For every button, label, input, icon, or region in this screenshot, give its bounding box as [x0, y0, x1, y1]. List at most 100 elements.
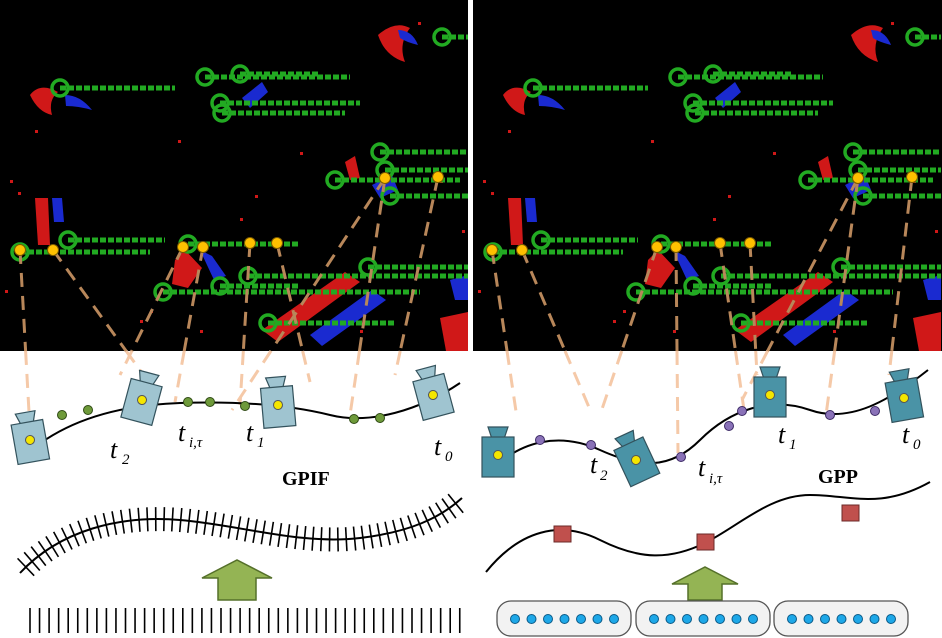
projection-dash	[182, 246, 205, 352]
event-noise	[491, 192, 494, 195]
dense-tick	[119, 509, 126, 534]
camera-icon	[884, 367, 925, 424]
event-noise	[200, 330, 203, 333]
event-blob	[200, 250, 226, 280]
event-noise	[240, 218, 243, 221]
feature-point	[516, 244, 528, 256]
event-noise	[35, 130, 38, 133]
event-noise	[613, 320, 616, 323]
event-blob	[538, 95, 565, 110]
control-point	[869, 614, 880, 624]
feature-track-head	[370, 142, 390, 162]
feature-track-head	[905, 27, 925, 47]
gpp-knot-squares	[553, 504, 860, 551]
dense-tick	[146, 507, 149, 532]
gpif-tit-sub: i,τ	[189, 435, 203, 451]
event-blob	[450, 275, 468, 300]
control-point	[886, 614, 896, 624]
event-noise	[623, 310, 626, 313]
dense-tick	[252, 519, 258, 543]
dense-tick	[16, 557, 35, 577]
interp-node	[205, 397, 215, 407]
gpp-time-label-t2: t 2	[590, 450, 608, 484]
dense-tick	[219, 513, 225, 538]
event-blob	[398, 30, 418, 45]
projection-dash	[718, 242, 738, 352]
projection-dash	[490, 249, 509, 352]
dense-tick	[111, 511, 118, 536]
gpp-time-label-tit: t i,τ	[698, 453, 723, 487]
feature-track-head	[380, 186, 400, 206]
event-blob	[503, 87, 531, 115]
event-noise	[508, 130, 511, 133]
projection-dash-light	[348, 350, 361, 416]
dense-tick	[102, 512, 110, 537]
event-blob	[818, 156, 833, 180]
feature-track-head	[432, 27, 452, 47]
dense-tick	[186, 508, 192, 533]
projection-dash-light	[173, 350, 186, 403]
dense-tick	[30, 546, 47, 567]
projection-dash	[51, 249, 128, 352]
dense-tick	[235, 516, 242, 541]
gpif-dense-ticks	[16, 493, 464, 577]
event-noise	[18, 192, 21, 195]
interp-node	[870, 406, 880, 416]
event-noise	[360, 330, 363, 333]
projection-dash	[275, 242, 305, 352]
projection-dash	[398, 176, 440, 352]
projection-dash-light	[301, 350, 312, 383]
gpif-time-label-t2: t 2	[110, 435, 130, 468]
gpif-t0-sub: 0	[445, 449, 453, 465]
control-point	[510, 614, 520, 624]
gpif-tit-base: t	[178, 418, 186, 447]
projection-dash	[241, 242, 252, 352]
gpif-t2-base: t	[110, 435, 118, 464]
feature-point	[271, 237, 283, 249]
dense-tick	[45, 535, 60, 558]
dense-tick	[294, 525, 299, 550]
projection-dash	[357, 177, 387, 352]
gpif-t1-base: t	[246, 418, 254, 447]
feature-point	[379, 172, 391, 184]
dense-tick	[435, 502, 449, 524]
gpp-tit-sub: i,τ	[709, 471, 723, 487]
dense-tick	[128, 508, 133, 533]
event-blob	[525, 198, 537, 222]
event-noise	[713, 218, 716, 221]
event-blob	[172, 250, 202, 288]
feature-point	[432, 171, 444, 183]
gpif-t2-sub: 2	[122, 452, 130, 468]
feature-track-head	[668, 67, 688, 87]
dense-tick	[162, 507, 166, 532]
dense-tick	[376, 523, 383, 548]
gpif-label: GPIF	[282, 468, 330, 490]
camera-center	[631, 455, 641, 465]
dense-tick	[137, 507, 141, 532]
feature-track-head	[50, 78, 70, 98]
camera-center	[765, 390, 775, 400]
event-noise	[140, 320, 143, 323]
camera-icon	[412, 364, 455, 422]
interp-node	[586, 440, 596, 450]
event-blob	[35, 198, 50, 245]
feature-point	[714, 237, 726, 249]
event-noise	[483, 180, 486, 183]
control-point	[803, 614, 814, 624]
dense-tick	[85, 517, 95, 541]
camera-center	[25, 435, 35, 445]
feature-point	[651, 241, 663, 253]
event-noise	[935, 230, 938, 233]
event-blob	[30, 87, 58, 115]
event-blob	[52, 198, 64, 222]
interp-node	[349, 414, 359, 424]
feature-track-head	[531, 230, 551, 250]
interp-node	[676, 452, 686, 462]
camera-icon	[613, 429, 661, 488]
dense-tick	[391, 519, 400, 544]
control-point	[748, 614, 758, 624]
feature-track-head	[210, 93, 230, 113]
control-point	[559, 614, 570, 624]
projection-dash-light	[740, 350, 769, 401]
